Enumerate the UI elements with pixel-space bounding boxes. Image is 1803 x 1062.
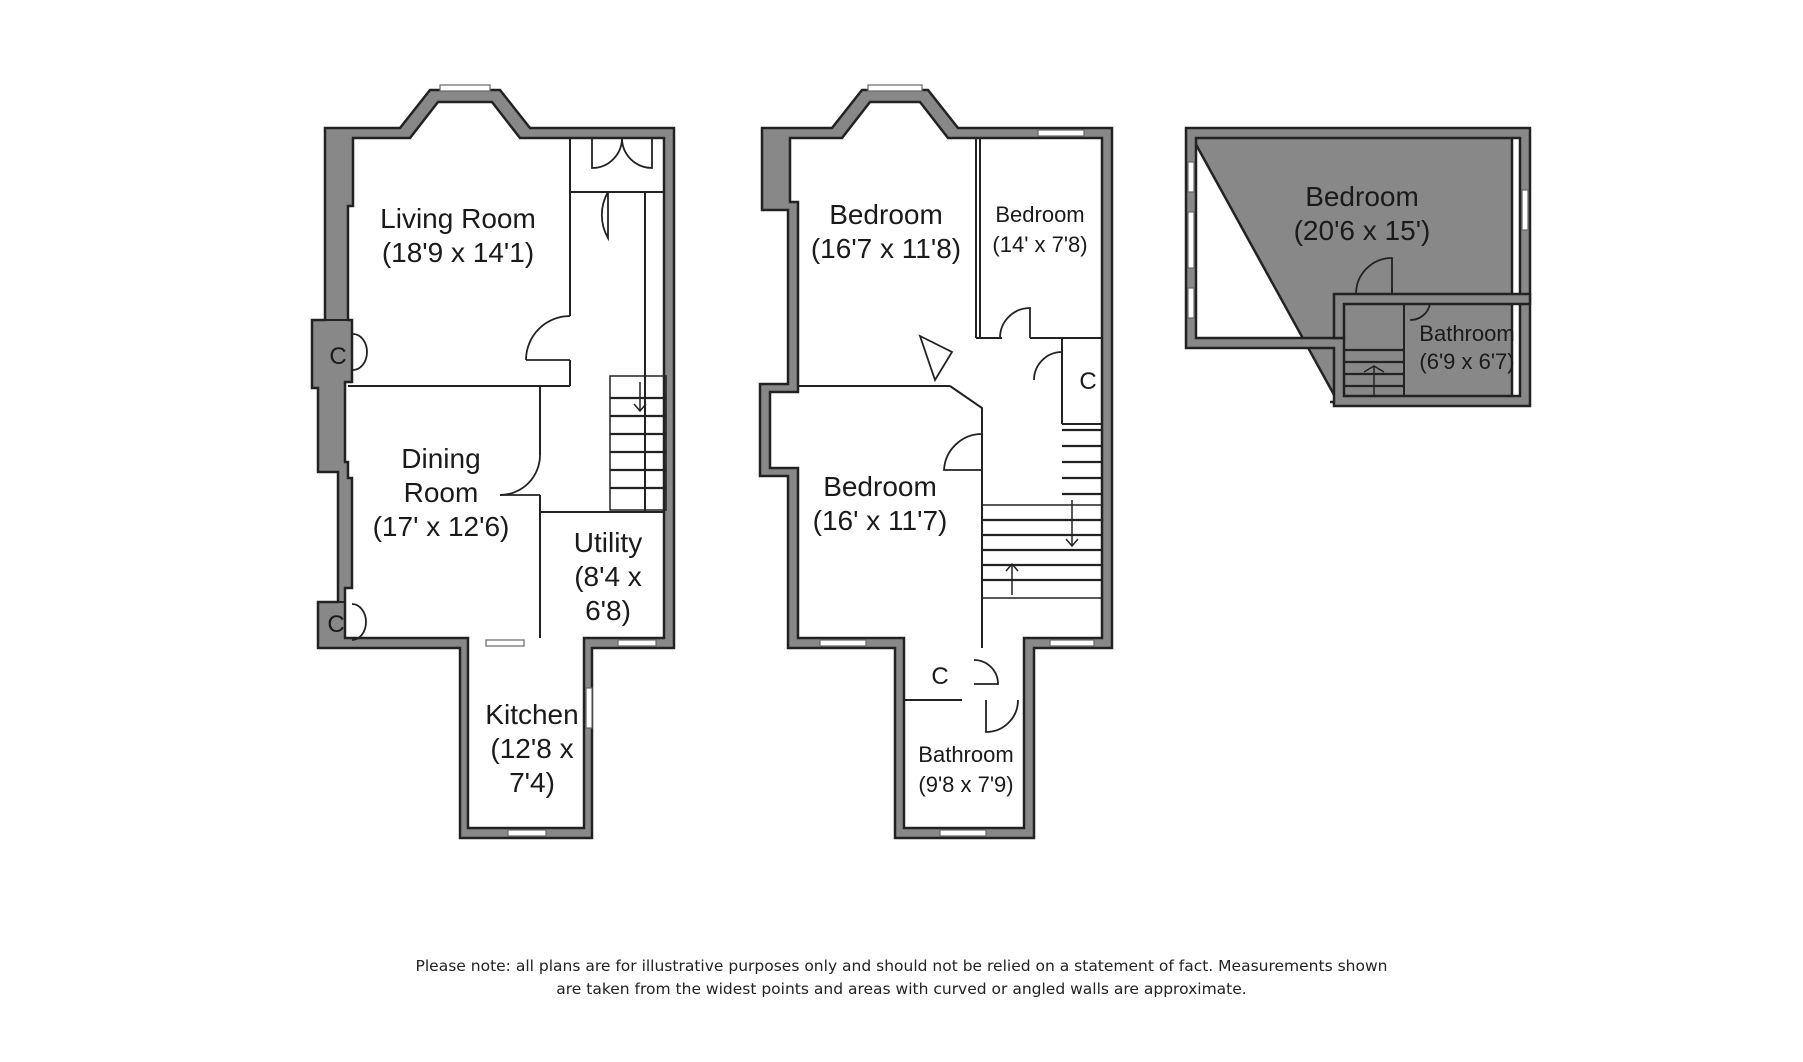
label-utility: Utility xyxy=(574,527,642,558)
ground-floor-plan xyxy=(310,84,676,840)
size-dining-room: (17' x 12'6) xyxy=(373,511,510,542)
label-bathroom-first: Bathroom xyxy=(918,742,1013,767)
loft-stairs xyxy=(1344,348,1404,396)
label-cupboard-ground-2: C xyxy=(327,611,344,638)
door-loft-bedroom xyxy=(1355,257,1393,295)
door-cupboard-1 xyxy=(352,333,368,371)
size-bathroom-first: (9'8 x 7'9) xyxy=(918,772,1013,797)
disclaimer-line-1: Please note: all plans are for illustrat… xyxy=(415,957,1388,975)
size-utility-1: (8'4 x xyxy=(574,561,642,592)
door-living-room xyxy=(525,315,571,361)
label-bedroom-rear: Bedroom xyxy=(823,471,937,502)
label-cupboard-first-1: C xyxy=(1079,368,1096,395)
door-cupboard-first xyxy=(1033,351,1063,381)
size-bathroom-loft: (6'9 x 6'7) xyxy=(1419,349,1514,374)
door-dining-room xyxy=(499,454,541,496)
ground-stairs xyxy=(609,375,667,511)
label-dining-room-1: Dining xyxy=(401,443,480,474)
size-living-room: (18'9 x 14'1) xyxy=(382,237,534,268)
label-living-room: Living Room xyxy=(380,203,536,234)
label-bedroom-small: Bedroom xyxy=(995,202,1084,227)
disclaimer-line-2: are taken from the widest points and are… xyxy=(556,980,1247,998)
door-cupboard-bath xyxy=(973,659,999,685)
loft-bath-walls xyxy=(1332,292,1532,340)
front-door xyxy=(591,137,653,169)
label-kitchen: Kitchen xyxy=(485,699,578,730)
label-bedroom-front: Bedroom xyxy=(829,199,943,230)
door-hall xyxy=(601,191,609,242)
door-cupboard-2 xyxy=(351,603,367,641)
size-bedroom-front: (16'7 x 11'8) xyxy=(811,233,961,264)
size-kitchen-1: (12'8 x xyxy=(490,733,573,764)
door-bathroom xyxy=(985,699,1019,733)
label-cupboard-ground-1: C xyxy=(329,343,346,370)
size-bedroom-loft: (20'6 x 15') xyxy=(1294,215,1431,246)
size-utility-2: 6'8) xyxy=(585,595,631,626)
first-stairs xyxy=(981,428,1103,599)
door-bedroom-rear xyxy=(943,433,983,471)
label-bathroom-loft: Bathroom xyxy=(1419,321,1514,346)
size-kitchen-2: 7'4) xyxy=(509,767,555,798)
room-labels: Living Room (18'9 x 14'1) Dining Room (1… xyxy=(327,181,1514,798)
label-bedroom-loft: Bedroom xyxy=(1305,181,1419,212)
first-floor-walls xyxy=(758,88,1114,840)
window-bay xyxy=(439,84,491,92)
label-cupboard-first-2: C xyxy=(931,663,948,690)
label-dining-room-2: Room xyxy=(404,477,479,508)
loft-floor-wall xyxy=(1184,126,1532,408)
size-bedroom-rear: (16' x 11'7) xyxy=(813,505,948,536)
first-floor-plan xyxy=(758,84,1114,840)
door-bedroom-small xyxy=(999,307,1031,339)
door-loft-bathroom xyxy=(1409,303,1431,321)
door-bedroom-front xyxy=(918,334,954,383)
size-bedroom-small: (14' x 7'8) xyxy=(992,232,1087,257)
loft-floor xyxy=(1184,126,1532,408)
